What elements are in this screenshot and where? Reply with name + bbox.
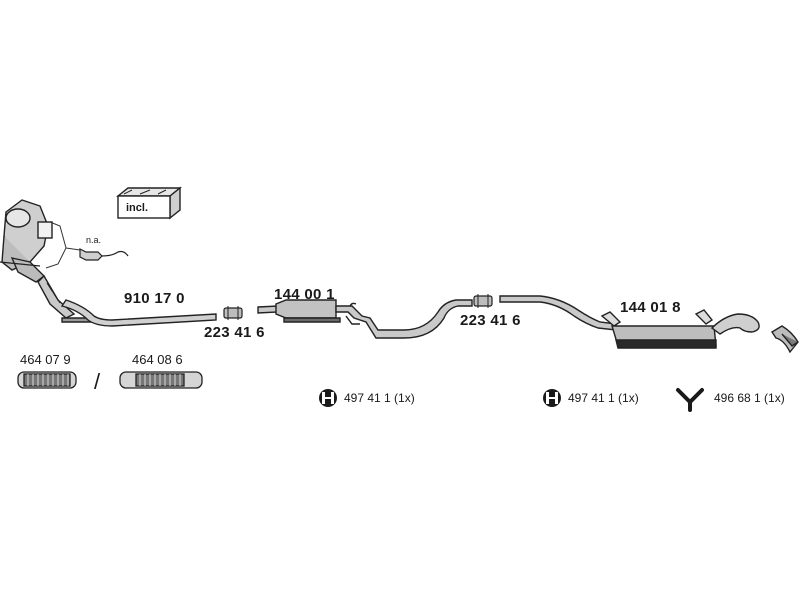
part-number-middle-muffler: 144 00 1	[274, 286, 335, 303]
middle-muffler	[257, 299, 473, 339]
front-pipe	[60, 299, 217, 327]
pipe-clamp-1	[223, 306, 243, 320]
part-number-rear-muffler: 144 01 8	[620, 299, 681, 316]
part-number-clamp-1: 223 41 6	[204, 324, 265, 341]
pipe-clamp-2	[473, 294, 493, 308]
tail-pipe	[771, 325, 799, 354]
y-hanger-icon	[676, 388, 704, 412]
rubber-mount-icon	[543, 389, 561, 407]
rubber-mount-icon	[319, 389, 337, 407]
flex-pipe-b	[119, 371, 203, 389]
flex-pipe-b-number: 464 08 6	[132, 352, 183, 367]
flex-pipe-separator: /	[94, 369, 101, 394]
lambda-sensor	[79, 248, 129, 261]
sensor-note: n.a.	[86, 235, 102, 245]
hardware-label-2: 497 41 1 (1x)	[568, 391, 639, 405]
flex-pipe-a-number: 464 07 9	[20, 352, 71, 367]
hardware-label-3: 496 68 1 (1x)	[714, 391, 785, 405]
catalytic-converter	[0, 199, 93, 323]
sensor-callout-lines	[45, 221, 81, 269]
hardware-label-1: 497 41 1 (1x)	[344, 391, 415, 405]
kit-box-label: incl.	[126, 202, 149, 214]
part-number-front-pipe: 910 17 0	[124, 290, 185, 307]
clamp-kit-box	[116, 186, 182, 220]
rear-muffler	[499, 295, 760, 349]
part-number-clamp-2: 223 41 6	[460, 312, 521, 329]
flex-pipe-a	[17, 371, 77, 389]
